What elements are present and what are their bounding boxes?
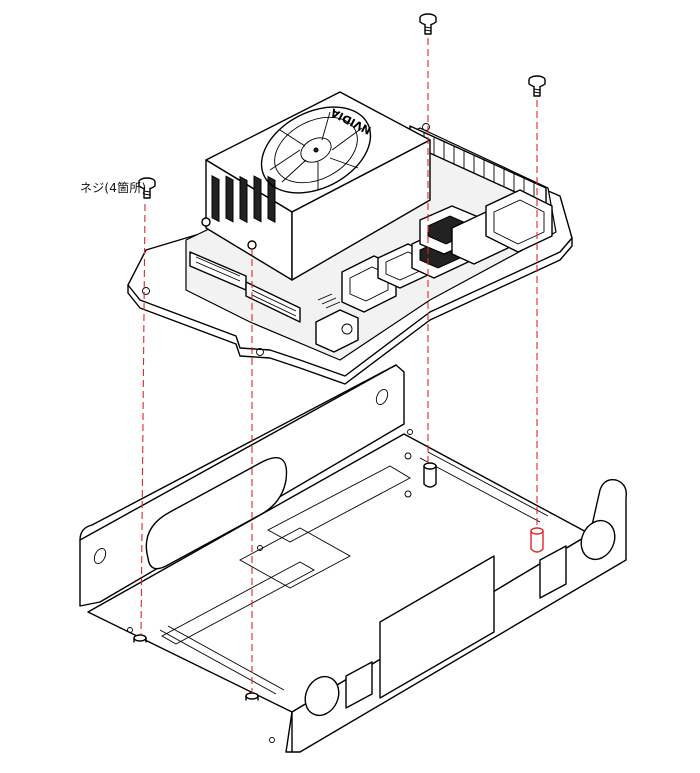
floor-rail-2	[419, 451, 549, 523]
screw-right	[528, 75, 546, 97]
bracket-back-hole-2	[375, 388, 389, 406]
board-standoff-2	[247, 240, 257, 250]
standoff-icon	[423, 462, 437, 488]
front-square-hole	[345, 661, 373, 709]
plate-hole-2	[256, 348, 264, 356]
standoff-small-1	[133, 634, 147, 643]
carrier-plate-edge	[127, 237, 573, 385]
screw-label: ネジ(4箇所)	[80, 181, 147, 195]
fan-icon	[260, 106, 372, 194]
floor-cutout-3	[161, 561, 315, 645]
floor-rail	[159, 625, 285, 695]
floor-cutout-2	[267, 465, 411, 543]
standoff-small-2	[245, 692, 259, 701]
screw-icon	[419, 13, 437, 35]
bracket-back-hole-1	[93, 547, 107, 565]
front-left-hole	[304, 675, 340, 717]
board-standoff-1	[201, 217, 211, 227]
front-round-hole	[580, 519, 616, 561]
heatsink-side	[291, 139, 431, 281]
floor-cutout-1	[239, 527, 351, 589]
plate-hole-1	[142, 287, 150, 295]
bracket-floor	[87, 433, 591, 713]
dc-jack	[315, 309, 359, 353]
enclosure-bracket	[79, 364, 627, 753]
front-notch	[539, 545, 567, 599]
carrier-board-assembly: NVIDIA	[127, 91, 573, 385]
heatsink-fins-front	[211, 174, 276, 224]
front-rect-cutout	[379, 555, 495, 699]
highlighted-standoff	[530, 527, 544, 553]
screw-left	[138, 177, 156, 199]
header-pins	[317, 293, 341, 309]
guide-line-3	[140, 203, 146, 637]
sodimm-connector	[245, 281, 301, 323]
alignment-guides	[140, 38, 538, 694]
